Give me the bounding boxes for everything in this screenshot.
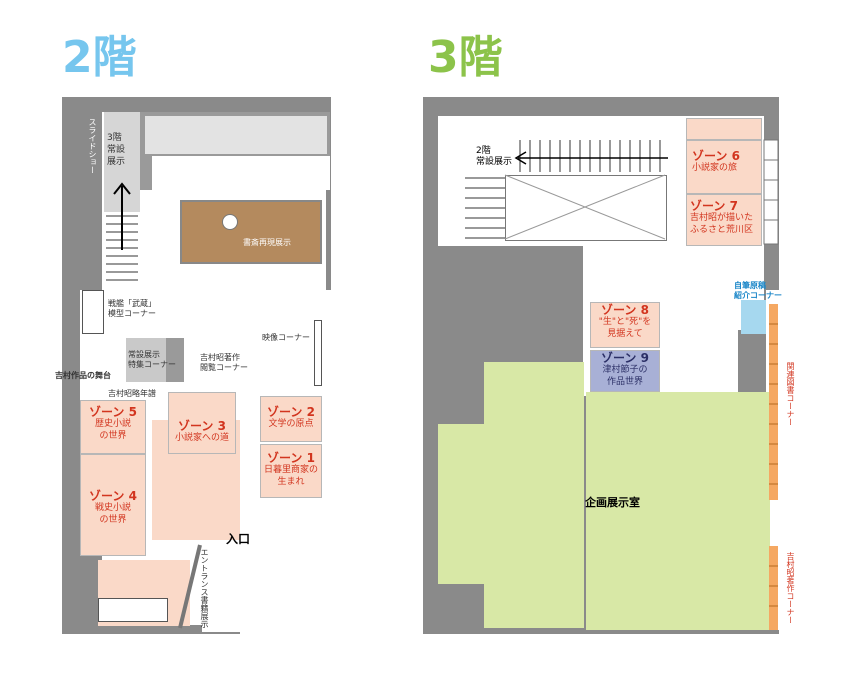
zone-7-label: ゾーン 7 吉村昭が描いた ふるさと荒川区: [690, 199, 754, 235]
exhibit-room-label: 企画展示室: [585, 496, 640, 509]
study-reproduction: [180, 200, 322, 264]
entrance-label: 入口: [226, 532, 251, 546]
zone-3-label: ゾーン 3 小説家への道: [174, 419, 229, 443]
stage-label: 吉村作品の舞台: [55, 371, 111, 380]
special-label: 常設展示 特集コーナー: [128, 350, 176, 369]
zone-8-area: [590, 302, 660, 348]
related-books-shelf: [769, 304, 778, 500]
study-label: 書斎再現展示: [243, 238, 291, 247]
special-wall: [166, 338, 184, 382]
zone-1-area: [260, 444, 322, 498]
zone-8-label: ゾーン 8 "生"と"死"を 見据えて: [598, 303, 652, 339]
manuscript-corner: [741, 300, 766, 334]
entrance-books-label: エントランス書籍展示: [200, 548, 209, 628]
floor2-stairs-label: 3階 常設 展示: [107, 133, 126, 167]
zone-1-label: ゾーン 1 日暮里商家の 生まれ: [263, 451, 318, 487]
floor3-void-cross: [504, 174, 666, 240]
zone-5-label: ゾーン 5 歴史小説 の世界: [89, 405, 137, 441]
model-case: [82, 290, 104, 334]
floor2-top-strip-grey: [145, 116, 327, 154]
floor2-entrance-area: [240, 510, 332, 634]
entrance-book-case: [98, 598, 168, 622]
model-label: 戦艦「武蔵」 模型コーナー: [108, 299, 156, 318]
floor3-middle-wall: [738, 330, 766, 394]
video-screen: [314, 320, 322, 386]
floor3-stair-treads: [465, 140, 661, 239]
exhibit-room-right: [586, 392, 770, 630]
zone-2-label: ゾーン 2 文学の原点: [267, 405, 315, 429]
zone-6-area: [686, 140, 762, 194]
chronology-label: 吉村昭略年譜: [108, 389, 156, 398]
study-desk: [222, 214, 238, 230]
zone-2-area: [260, 396, 322, 442]
floor2-entrance-wall: [178, 544, 202, 629]
zone-5-area: [80, 400, 146, 454]
floor3-title: 3階: [428, 32, 503, 83]
zone-6-label: ゾーン 6 小説家の旅: [692, 149, 740, 173]
video-label: 映像コーナー: [262, 333, 310, 342]
related-books-label: 関連図書コーナー: [786, 362, 795, 426]
zone-7-area: [686, 194, 762, 246]
floor3-stairs-label: 2階 常設展示: [476, 146, 513, 167]
works-shelf: [769, 546, 778, 630]
floor2-slideshow-label: スライドショー: [88, 118, 97, 174]
zone-9-label: ゾーン 9 津村節子の 作品世界: [601, 351, 649, 387]
exhibit-room-main: [484, 362, 584, 628]
zone-4-label: ゾーン 4 戦史小説 の世界: [89, 489, 137, 525]
floor2-top-strip: [152, 156, 330, 190]
floor2-bottom-wall: [62, 625, 202, 634]
zone-6-top-case: [686, 118, 762, 140]
special-corner: [126, 338, 166, 382]
floor3-stairs-arrow: [514, 151, 668, 165]
reading-label: 吉村昭著作 閲覧コーナー: [200, 353, 248, 372]
zone-3-area: [168, 392, 236, 454]
shelf-dividers: [769, 323, 778, 607]
works-label: 吉村昭著作コーナー: [786, 552, 795, 624]
zone-4-area: [80, 454, 146, 556]
floor3-side-shelf: [763, 139, 779, 245]
floor2-stairs-arrow: [113, 182, 131, 250]
zone-9-area: [590, 350, 660, 392]
floor2-title: 2階: [62, 32, 137, 83]
manuscript-label: 自筆原稿 紹介コーナー: [734, 281, 782, 300]
